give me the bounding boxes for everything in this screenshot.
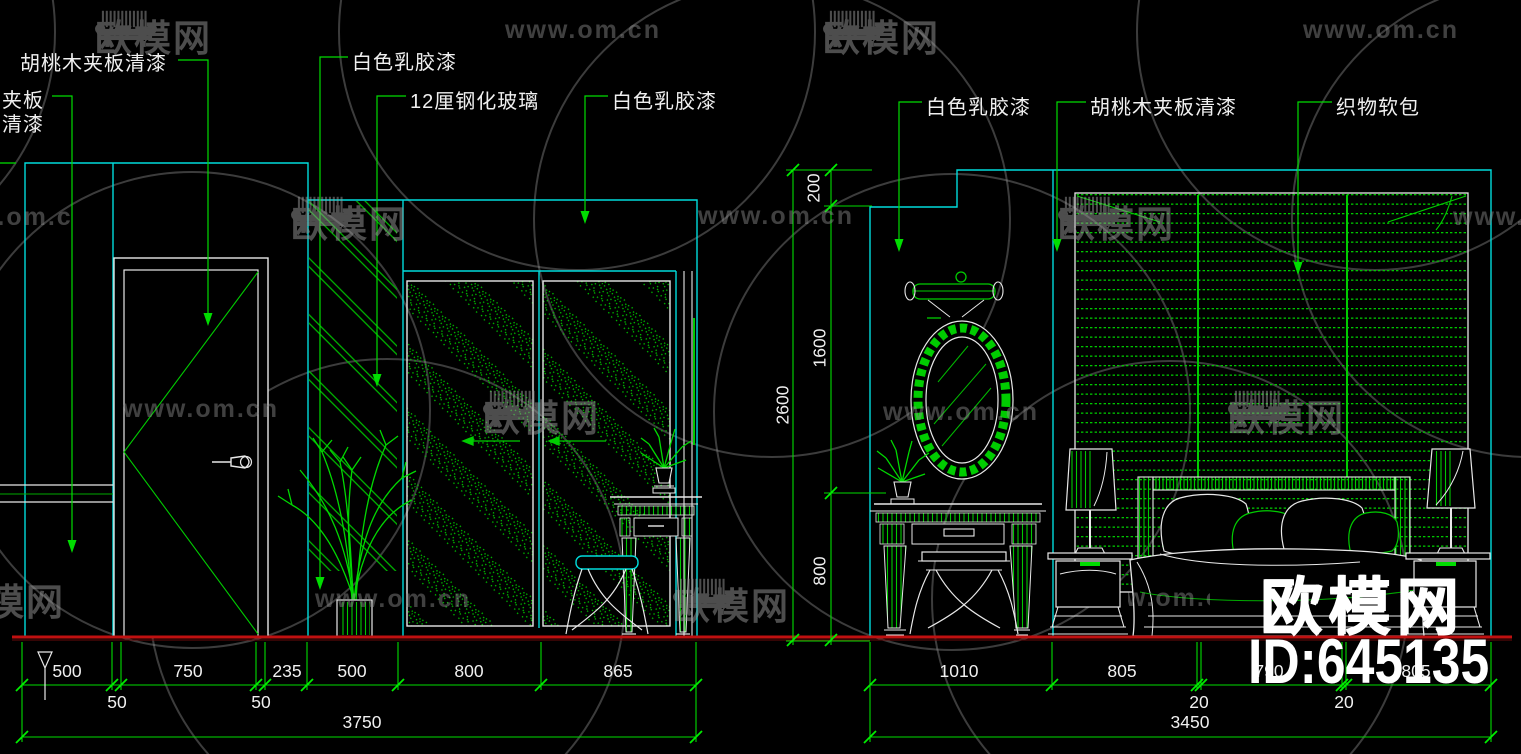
callout-leaders bbox=[52, 56, 1332, 590]
dim-label-vertical: 800 bbox=[809, 556, 830, 586]
dim-label: 805 bbox=[1401, 661, 1431, 681]
left-stool bbox=[565, 555, 649, 635]
dim-label: 805 bbox=[1107, 661, 1137, 681]
sliding-glass-doors bbox=[406, 280, 671, 627]
brand-logo-large: 欧模网 bbox=[1260, 573, 1465, 642]
watermark-url: www.om.cn bbox=[698, 202, 854, 230]
tempered-glass-strip bbox=[309, 201, 397, 571]
floor-line bbox=[12, 635, 1512, 641]
plant bbox=[277, 429, 417, 638]
dimension-ticks bbox=[15, 163, 1498, 744]
dim-label: 1010 bbox=[939, 661, 979, 681]
dresser bbox=[870, 503, 1046, 636]
watermark-logo: 欧模网 bbox=[1228, 388, 1345, 442]
callout-plywood-partial: 夹板 bbox=[2, 90, 44, 112]
watermark-url: www.om.cn bbox=[505, 16, 661, 44]
watermark-logo: 欧模网 bbox=[291, 194, 408, 248]
dim-label: 865 bbox=[603, 661, 633, 681]
callout-white-latex-1: 白色乳胶漆 bbox=[352, 52, 457, 74]
dim-label-total: 3750 bbox=[342, 712, 382, 732]
door-swing-lines bbox=[123, 271, 259, 635]
bed-pillows bbox=[1160, 493, 1399, 558]
dim-label: 790 bbox=[1254, 661, 1284, 681]
watermark-logo-partial: 欧模网 bbox=[0, 582, 64, 622]
left-wall-outline bbox=[24, 162, 698, 637]
dim-label: 500 bbox=[337, 661, 367, 681]
console-vase bbox=[640, 427, 692, 494]
hall-console-table bbox=[610, 496, 702, 635]
dim-label: 50 bbox=[107, 692, 127, 712]
watermark-logo: 欧模网 bbox=[823, 8, 940, 62]
door bbox=[113, 257, 269, 638]
watermark-url-partial: www.om.cn bbox=[1453, 203, 1521, 231]
dim-label-vertical: 1600 bbox=[809, 328, 830, 368]
dim-label: 20 bbox=[1189, 692, 1209, 712]
slide-direction-marks bbox=[461, 436, 606, 446]
callout-white-latex-right: 白色乳胶漆 bbox=[926, 97, 1031, 119]
watermark-url-partial: www.om.cn bbox=[0, 203, 74, 231]
sofa-icon bbox=[1058, 194, 1120, 234]
watermark-url: www.om.cn bbox=[883, 398, 1039, 426]
sofa-icon bbox=[823, 8, 885, 48]
watermark-url: www.om.cn bbox=[1303, 16, 1459, 44]
dim-label-vertical-total: 2600 bbox=[772, 385, 793, 425]
dim-label: 750 bbox=[173, 661, 203, 681]
dim-label-total: 3450 bbox=[1170, 712, 1210, 732]
callout-white-latex-2: 白色乳胶漆 bbox=[612, 91, 717, 113]
dim-label-vertical: 200 bbox=[803, 173, 824, 203]
model-id-watermark: ID:645135 bbox=[1248, 627, 1490, 697]
callout-fabric-soft-panel: 织物软包 bbox=[1336, 97, 1420, 119]
leader-arrows bbox=[67, 211, 1303, 590]
callout-tempered-glass: 12厘钢化玻璃 bbox=[410, 91, 540, 113]
nightstand-left bbox=[1047, 448, 1133, 635]
dim-label: 20 bbox=[1334, 692, 1354, 712]
sofa-icon bbox=[673, 576, 735, 616]
watermark-logo: 欧模网 bbox=[483, 388, 600, 442]
watermark-url: www.om.cn bbox=[315, 585, 471, 613]
sofa-icon bbox=[1228, 388, 1290, 428]
watermark-logo: 欧模网 bbox=[95, 8, 212, 62]
watermark-logo: 欧模网 bbox=[673, 576, 790, 630]
dim-label: 235 bbox=[272, 661, 302, 681]
dresser-vase bbox=[876, 439, 930, 505]
callout-varnish-partial: 清漆 bbox=[2, 114, 44, 136]
oval-mirror bbox=[910, 320, 1014, 480]
right-elevation bbox=[869, 169, 1492, 637]
dim-label: 500 bbox=[52, 661, 82, 681]
bed-body bbox=[1129, 548, 1427, 637]
sofa-icon bbox=[483, 388, 545, 428]
callout-walnut-plywood-left: 胡桃木夹板清漆 bbox=[20, 53, 167, 75]
door-handle bbox=[212, 455, 253, 469]
dresser-stool bbox=[909, 551, 1019, 635]
wall-lamp bbox=[904, 271, 1004, 319]
nightstand-right bbox=[1405, 448, 1491, 635]
sofa-icon bbox=[291, 194, 353, 234]
wardrobe-shelf bbox=[0, 484, 113, 503]
sofa-icon bbox=[95, 8, 157, 48]
dim-label: 800 bbox=[454, 661, 484, 681]
left-elevation bbox=[0, 162, 702, 638]
watermark-url-partial: www.om.cn bbox=[1128, 584, 1210, 612]
watermark-logo: 欧模网 bbox=[1058, 194, 1175, 248]
watermark-url: www.om.cn bbox=[123, 395, 279, 423]
dimension-lines bbox=[15, 163, 1498, 744]
dim-label: 50 bbox=[251, 692, 271, 712]
callout-walnut-plywood-right: 胡桃木夹板清漆 bbox=[1090, 97, 1237, 119]
